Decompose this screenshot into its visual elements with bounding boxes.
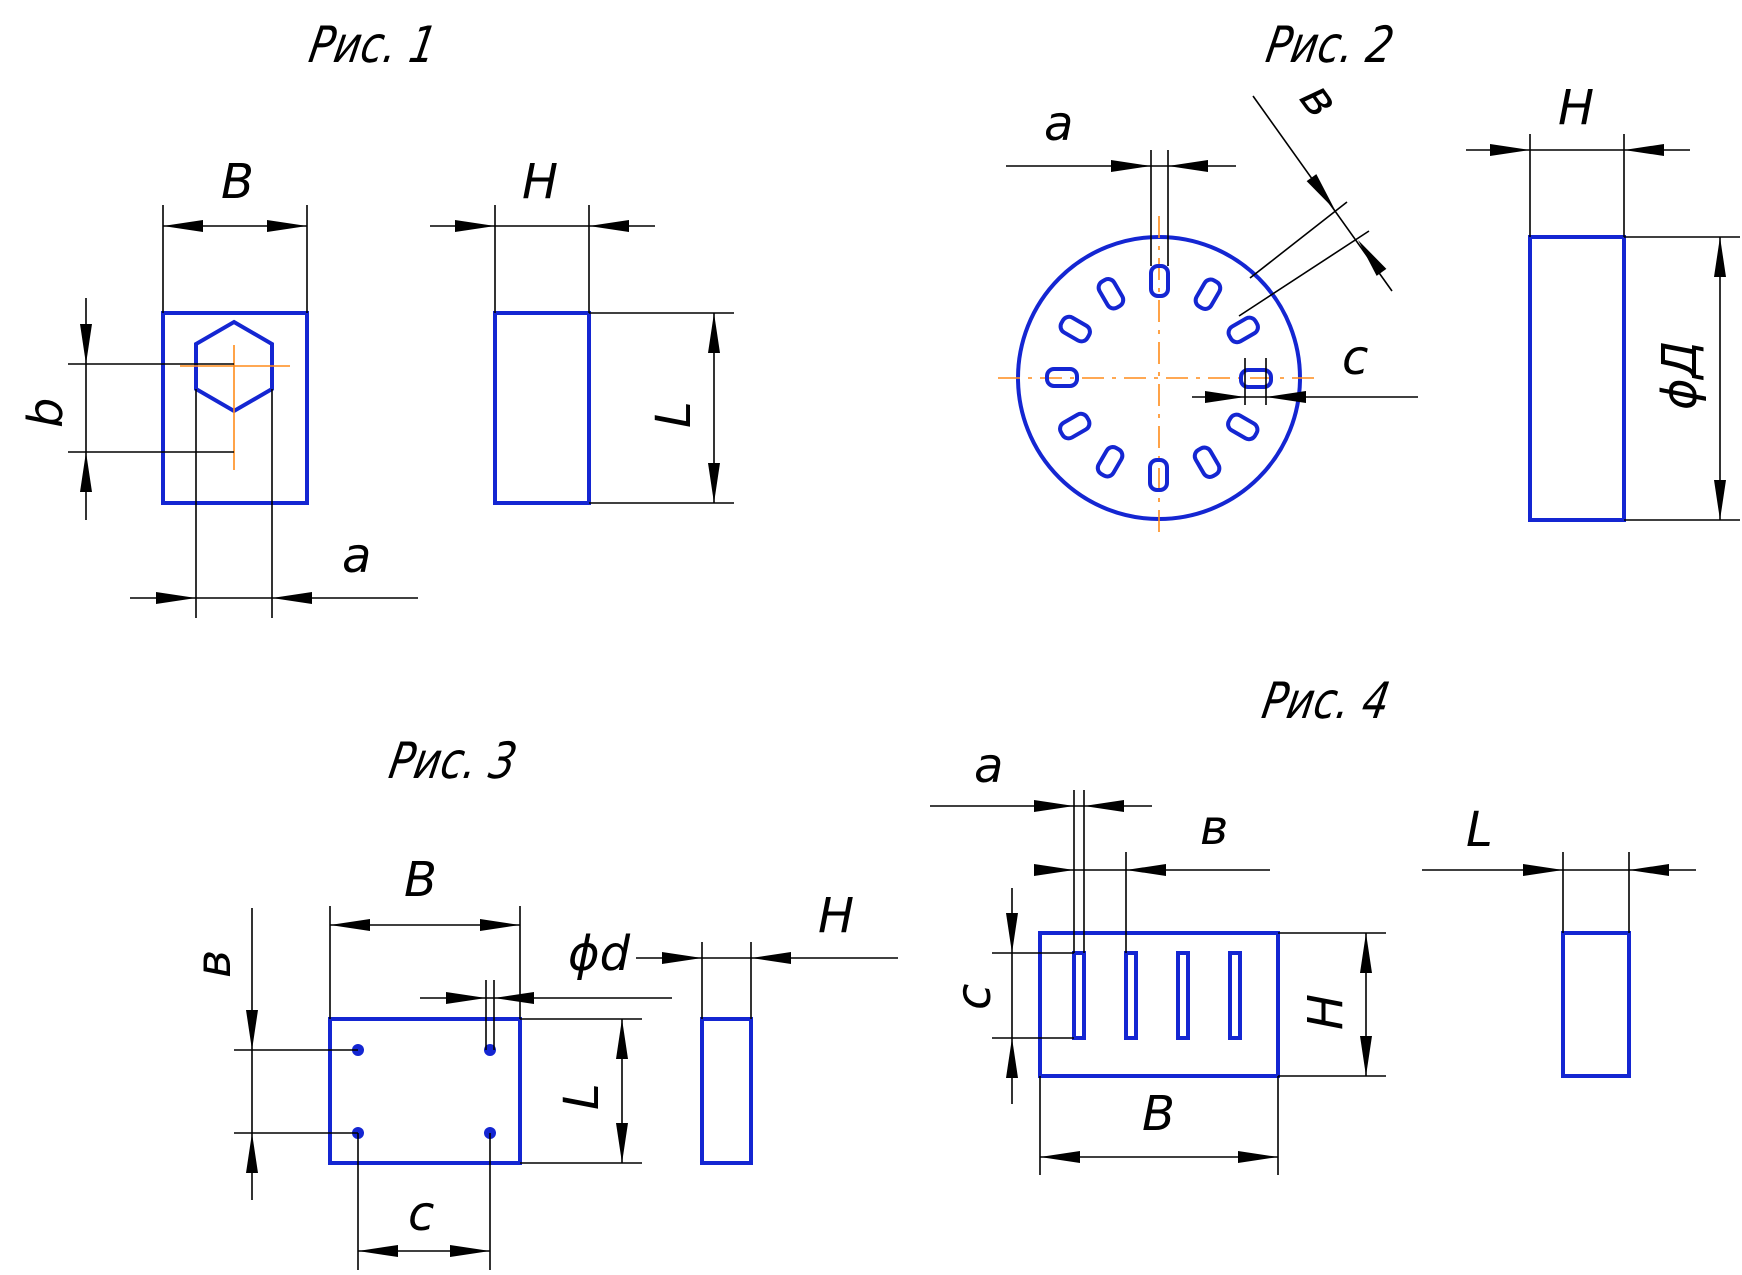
figure-3-label-phi-d: ϕd <box>568 926 631 982</box>
figure-2-slot <box>1058 314 1092 344</box>
figure-2-slot-ring <box>1045 264 1273 492</box>
figure-4-slot <box>1176 951 1190 1040</box>
figure-1-dimension-a <box>130 389 418 618</box>
figure-4-label-a: a <box>974 738 1003 794</box>
figure-2-slot <box>1148 458 1169 492</box>
figure-2-label-v: в <box>1288 72 1350 128</box>
figure-4-dimension-l <box>1422 852 1696 933</box>
figure-1-title: Рис. 1 <box>305 15 441 74</box>
figure-4-plate-side <box>1561 931 1631 1078</box>
figure-4-dimension-v <box>1034 852 1270 953</box>
figure-3-dimension-c <box>357 1133 491 1270</box>
figure-2-slot <box>1192 445 1222 479</box>
figure-3: Рис. 3 в В <box>186 731 898 1270</box>
figure-2-slot <box>1058 411 1092 441</box>
figure-3-dimension-h <box>636 942 898 1019</box>
figure-3-hole <box>484 1044 496 1056</box>
figure-3-dimension-b-width <box>329 906 521 1019</box>
figure-2-slot <box>1096 277 1126 311</box>
figure-2-dimension-v <box>1238 95 1393 317</box>
figure-4-dimension-b-width <box>1039 1076 1279 1175</box>
figure-2-slot <box>1095 445 1125 479</box>
figure-2-slot <box>1193 277 1223 311</box>
figure-2-dimension-a <box>1006 150 1236 266</box>
figure-4-label-h: H <box>1298 994 1354 1030</box>
figure-3-dimension-phi-d <box>420 980 672 1050</box>
figure-2-slot <box>1149 264 1170 298</box>
figure-1-label-b-width: В <box>221 154 254 210</box>
figure-4-title: Рис. 4 <box>1258 671 1394 730</box>
figure-1-label-l: L <box>646 401 702 428</box>
figure-4-slot <box>1228 951 1242 1040</box>
figure-2-title: Рис. 2 <box>1262 15 1398 74</box>
figure-4-dimension-c <box>992 888 1074 1104</box>
figure-2-disc-side <box>1528 235 1626 522</box>
figure-1-label-b-side: b <box>18 398 74 428</box>
figure-4-dimension-a <box>930 790 1152 953</box>
figure-4-label-l: L <box>1466 802 1493 858</box>
figure-4-plate-front <box>1038 931 1280 1078</box>
figure-3-plate-side <box>700 1017 753 1165</box>
figure-1: Рис. 1 В b <box>18 15 734 618</box>
figure-4-label-b-width: В <box>1142 1086 1175 1142</box>
figure-3-label-l: L <box>554 1083 610 1110</box>
figure-2-slot <box>1239 368 1273 389</box>
figure-2-label-c: c <box>1342 330 1368 386</box>
figure-3-plate-front <box>328 1017 522 1165</box>
figure-1-dimension-l <box>589 312 734 504</box>
figure-1-dimension-h <box>430 205 655 313</box>
figure-3-label-v: в <box>186 950 242 978</box>
figure-2-dimension-diameter <box>1624 236 1740 521</box>
figure-3-label-h: H <box>818 888 854 944</box>
figure-3-label-b-width: В <box>404 852 437 908</box>
figure-1-label-h: H <box>522 154 558 210</box>
figure-1-plate-side <box>493 311 591 505</box>
figure-2-label-a: a <box>1044 96 1073 152</box>
figure-2-dimension-c <box>1192 358 1418 405</box>
figure-2-slot <box>1226 315 1260 345</box>
figure-3-title: Рис. 3 <box>385 731 521 790</box>
figure-2-label-diameter: ϕД <box>1652 341 1708 410</box>
figure-4-dimension-h <box>1278 932 1386 1077</box>
figure-3-dimension-v <box>234 908 358 1200</box>
figure-3-dimension-l <box>520 1018 642 1164</box>
figure-1-dimension-b-side <box>68 298 234 520</box>
figure-1-plate-front <box>161 311 309 505</box>
figure-2: Рис. 2 a <box>998 15 1740 540</box>
figure-3-label-c: c <box>408 1186 434 1242</box>
figure-4-slot <box>1072 951 1086 1040</box>
figure-2-slot <box>1226 412 1260 442</box>
figure-1-dimension-b-width <box>162 205 308 313</box>
figure-4-label-c: c <box>946 984 1002 1010</box>
figure-4-slot <box>1124 951 1138 1040</box>
figure-4: Рис. 4 a в c <box>930 671 1696 1175</box>
figure-1-label-a: a <box>342 528 371 584</box>
figure-2-slot <box>1045 367 1079 388</box>
figure-2-dimension-h <box>1466 134 1690 237</box>
figure-2-label-h: H <box>1558 80 1594 136</box>
figure-4-label-v: в <box>1200 800 1228 856</box>
